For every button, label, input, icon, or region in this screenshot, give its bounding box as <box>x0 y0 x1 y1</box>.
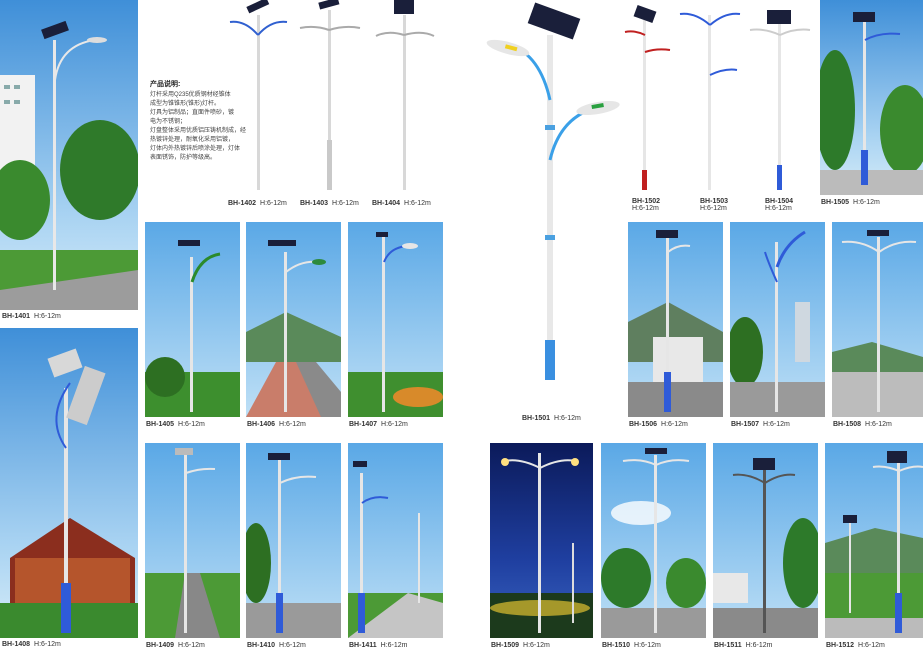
product-bh-1504 <box>745 0 815 195</box>
photo-bh-1511 <box>713 443 818 638</box>
product-bh-1503 <box>675 0 745 195</box>
description-line: 灯具为铝制品；直面件喷砂，镀 <box>150 110 235 116</box>
product-bh-1501 <box>480 0 630 410</box>
description-line: 成型为锥锥形(锥形)灯杆。 <box>150 101 220 107</box>
description-line: 电为不锈钢； <box>150 119 187 125</box>
description-line: 灯盘整体采用优质铝压铸机制成，经 <box>150 128 247 134</box>
photo-bh-1409 <box>145 443 240 638</box>
photo-bh-1408 <box>0 328 138 638</box>
photo-bh-1510 <box>601 443 706 638</box>
photo-bh-1405 <box>145 222 240 417</box>
photo-bh-1507 <box>730 222 825 417</box>
photo-bh-1410 <box>246 443 341 638</box>
product-description: 产品说明: 灯杆采用Q235优质钢材经锥体 成型为锥锥形(锥形)灯杆。 灯具为铝… <box>150 80 270 163</box>
description-line: 热镀锌处理，耐氧化采用铝镀， <box>150 137 235 143</box>
product-bh-1403 <box>295 0 365 195</box>
photo-bh-1401 <box>0 0 138 310</box>
description-line: 灯杆采用Q235优质钢材经锥体 <box>150 92 231 98</box>
description-line: 表面锈饰，防护等级高。 <box>150 155 217 161</box>
photo-bh-1406 <box>246 222 341 417</box>
product-bh-1404 <box>370 0 440 195</box>
photo-bh-1512 <box>825 443 923 638</box>
photo-bh-1508 <box>832 222 923 417</box>
photo-bh-1506 <box>628 222 723 417</box>
product-bh-1402 <box>225 0 295 195</box>
photo-bh-1407 <box>348 222 443 417</box>
photo-bh-1509 <box>490 443 593 638</box>
photo-bh-1411 <box>348 443 443 638</box>
photo-bh-1505 <box>820 0 923 195</box>
street-light-illustration <box>0 20 138 310</box>
description-title: 产品说明: <box>150 81 181 88</box>
product-bh-1502 <box>615 0 675 195</box>
description-line: 灯体内外热镀锌后喷涂处理，灯体 <box>150 146 241 152</box>
